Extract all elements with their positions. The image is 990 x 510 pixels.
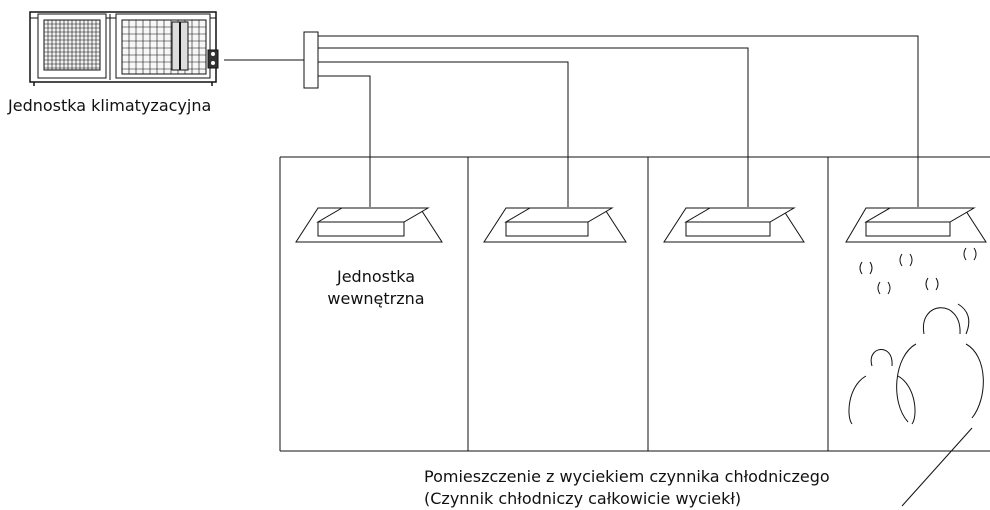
pipe-manifold <box>303 31 319 89</box>
refrigerant-piping <box>224 31 919 207</box>
indoor-unit-label-line1: Jednostka <box>336 267 416 286</box>
outdoor-unit-label: Jednostka klimatyzacyjna <box>8 96 212 115</box>
indoor-unit-4 <box>845 207 987 243</box>
leak-room-label-line2: (Czynnik chłodniczy całkowicie wyciekł) <box>424 489 742 508</box>
outdoor-unit <box>29 11 219 86</box>
right-grille <box>121 19 207 75</box>
indoor-unit-3 <box>663 207 805 243</box>
indoor-unit-label: Jednostka wewnętrzna <box>306 266 446 310</box>
left-grille <box>43 19 101 71</box>
refrigerant-leak-mist <box>848 247 984 425</box>
leak-room-pointer <box>901 427 973 507</box>
leak-room-label: Pomieszczenie z wyciekiem czynnika chłod… <box>424 466 830 510</box>
indoor-unit-1 <box>295 207 443 243</box>
rooms <box>279 156 990 452</box>
indoor-unit-label-line2: wewnętrzna <box>327 289 425 308</box>
indoor-unit-2 <box>483 207 627 243</box>
leak-room-label-line1: Pomieszczenie z wyciekiem czynnika chłod… <box>424 467 830 486</box>
